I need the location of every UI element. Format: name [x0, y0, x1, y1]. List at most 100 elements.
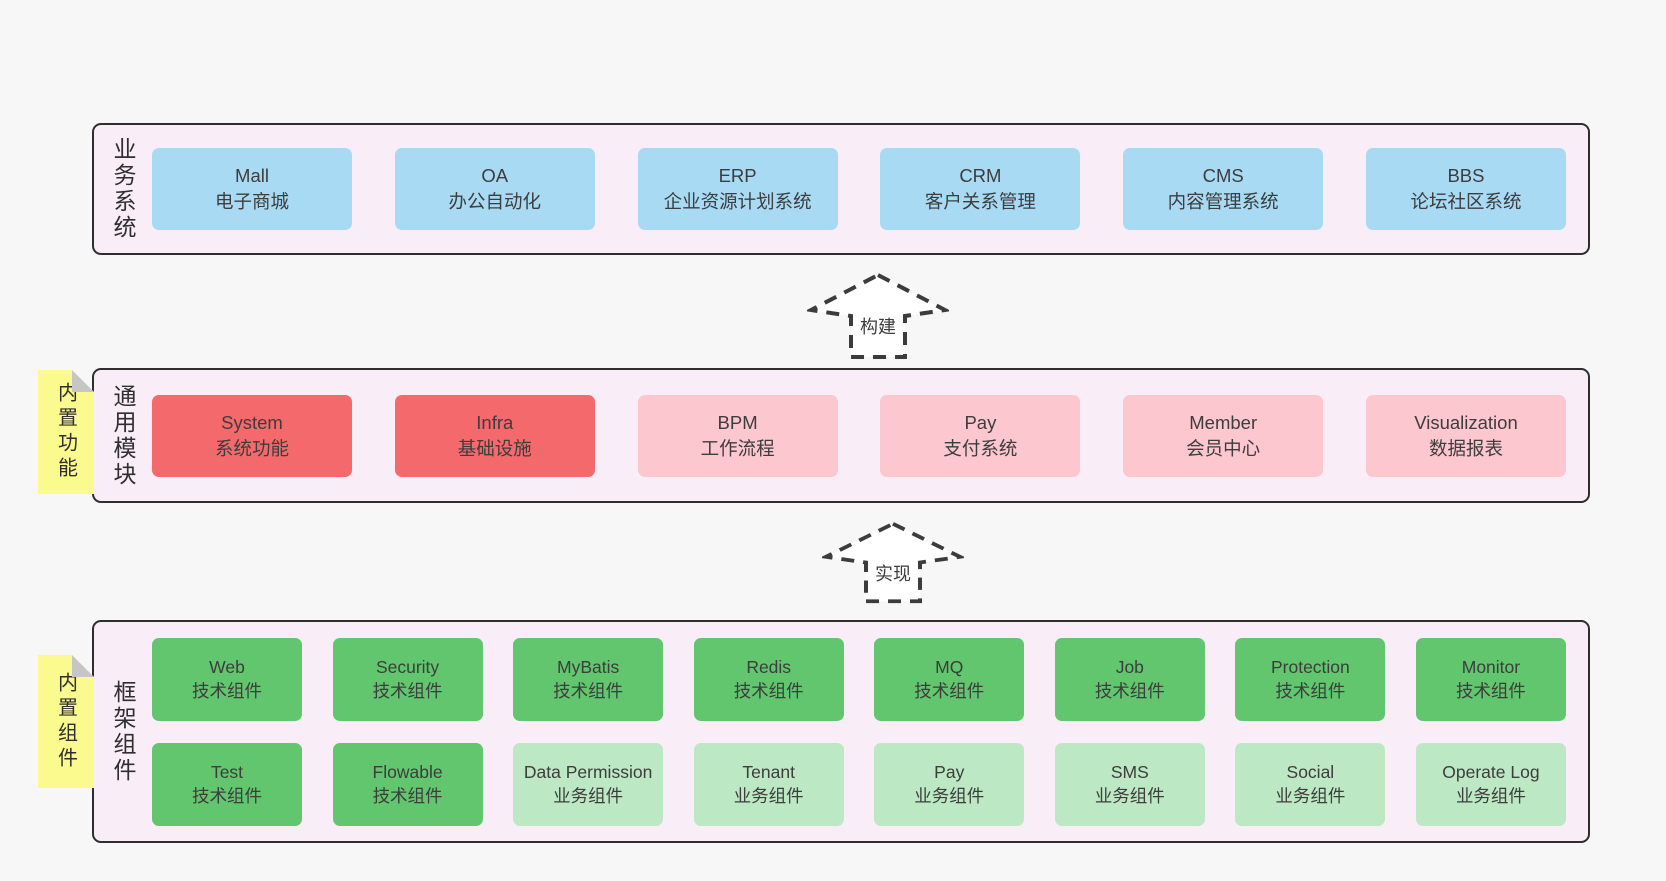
box-subtitle: 基础设施 — [457, 437, 532, 459]
box-subtitle: 技术组件 — [372, 681, 443, 701]
box-title: MyBatis — [557, 656, 620, 677]
box-title: Operate Log — [1442, 761, 1540, 782]
box-title: CMS — [1202, 165, 1244, 187]
box-title: Job — [1115, 656, 1144, 677]
box-grid-common-modules: System 系统功能 Infra 基础设施 BPM 工作流程 Pay 支付系统 Member 会… — [152, 370, 1588, 501]
box-title: BPM — [717, 411, 758, 433]
box-title: Security — [375, 656, 440, 677]
arrow-build: 构建 — [807, 271, 949, 361]
box-title: Social — [1286, 761, 1335, 782]
sticky-note-builtin-components: 内置组件 — [38, 655, 94, 788]
box-infra: Infra 基础设施 — [394, 394, 595, 477]
box-subtitle: 会员中心 — [1186, 437, 1261, 459]
box-data-permission: Data Permission 业务组件 — [513, 742, 664, 826]
sticky-note-builtin-features: 内置功能 — [38, 370, 94, 494]
section-business-systems: 业务系统 Mall 电子商城 OA 办公自动化 ERP 企业资源计划系统 CRM 客户关系管理… — [92, 123, 1590, 255]
box-subtitle: 客户关系管理 — [924, 191, 1036, 212]
box-title: Visualization — [1414, 411, 1518, 433]
box-title: Member — [1189, 411, 1258, 433]
box-title: Monitor — [1461, 656, 1521, 677]
box-title: SMS — [1110, 761, 1149, 782]
box-oa: OA 办公自动化 — [394, 148, 595, 230]
box-subtitle: 企业资源计划系统 — [663, 191, 812, 212]
box-subtitle: 业务组件 — [733, 786, 804, 806]
section-common-modules: 通用模块 System 系统功能 Infra 基础设施 BPM 工作流程 Pay 支付系统 Me… — [92, 368, 1590, 503]
box-subtitle: 技术组件 — [192, 786, 262, 806]
section-label-business-systems: 业务系统 — [110, 137, 136, 241]
box-title: Protection — [1270, 656, 1350, 677]
box-row: Mall 电子商城 OA 办公自动化 ERP 企业资源计划系统 CRM 客户关系管理 CMS 内容… — [152, 148, 1566, 230]
box-subtitle: 论坛社区系统 — [1410, 191, 1522, 212]
box-subtitle: 业务组件 — [1275, 786, 1346, 806]
box-test: Test 技术组件 — [152, 742, 302, 826]
box-crm: CRM 客户关系管理 — [880, 148, 1081, 230]
arrow-build-label: 构建 — [857, 313, 899, 340]
box-row: System 系统功能 Infra 基础设施 BPM 工作流程 Pay 支付系统 Member 会… — [152, 394, 1566, 477]
box-web: Web 技术组件 — [152, 637, 302, 721]
box-subtitle: 技术组件 — [372, 786, 443, 806]
box-redis: Redis 技术组件 — [693, 637, 844, 721]
box-subtitle: 业务组件 — [1455, 786, 1526, 806]
box-member: Member 会员中心 — [1123, 394, 1324, 477]
box-protection: Protection 技术组件 — [1235, 637, 1386, 721]
arrow-implement: 实现 — [822, 520, 964, 605]
box-grid-business-systems: Mall 电子商城 OA 办公自动化 ERP 企业资源计划系统 CRM 客户关系管理 CMS 内容… — [152, 125, 1588, 253]
box-title: MQ — [935, 656, 964, 677]
box-title: Pay — [964, 411, 997, 433]
section-label-common-modules: 通用模块 — [110, 383, 136, 488]
box-visualization: Visualization 数据报表 — [1365, 394, 1566, 477]
box-title: Mall — [235, 165, 269, 187]
box-title: Infra — [476, 411, 514, 433]
box-title: ERP — [718, 165, 757, 187]
box-title: Redis — [746, 656, 792, 677]
box-subtitle: 技术组件 — [1275, 681, 1346, 701]
box-subtitle: 系统功能 — [214, 437, 289, 459]
box-monitor: Monitor 技术组件 — [1415, 637, 1566, 721]
box-title: Test — [210, 761, 244, 782]
box-title: CRM — [959, 165, 1002, 187]
box-subtitle: 工作流程 — [700, 437, 775, 459]
box-tenant: Tenant 业务组件 — [693, 742, 844, 826]
box-subtitle: 电子商城 — [214, 191, 289, 212]
box-subtitle: 技术组件 — [1455, 681, 1526, 701]
box-subtitle: 技术组件 — [1094, 681, 1165, 701]
box-title: Flowable — [372, 761, 443, 782]
box-job: Job 技术组件 — [1054, 637, 1205, 721]
box-subtitle: 办公自动化 — [448, 191, 542, 212]
box-erp: ERP 企业资源计划系统 — [637, 148, 838, 230]
box-system: System 系统功能 — [152, 394, 352, 477]
box-cms: CMS 内容管理系统 — [1123, 148, 1324, 230]
box-flowable: Flowable 技术组件 — [332, 742, 483, 826]
box-mq: MQ 技术组件 — [874, 637, 1025, 721]
box-subtitle: 技术组件 — [553, 681, 624, 701]
box-subtitle: 内容管理系统 — [1167, 191, 1279, 212]
box-subtitle: 业务组件 — [914, 786, 985, 806]
box-subtitle: 技术组件 — [192, 681, 262, 701]
box-operate-log: Operate Log 业务组件 — [1415, 742, 1566, 826]
box-mall: Mall 电子商城 — [152, 148, 352, 230]
box-subtitle: 支付系统 — [943, 437, 1018, 459]
box-title: Pay — [934, 761, 965, 782]
box-subtitle: 业务组件 — [553, 786, 624, 806]
box-title: Web — [209, 656, 245, 677]
section-label-framework-components: 框架组件 — [110, 679, 136, 784]
box-title: System — [221, 411, 283, 433]
box-subtitle: 技术组件 — [733, 681, 804, 701]
box-bbs: BBS 论坛社区系统 — [1365, 148, 1566, 230]
box-title: Tenant — [742, 761, 795, 782]
box-title: OA — [481, 165, 509, 187]
box-subtitle: 数据报表 — [1428, 437, 1503, 459]
box-pay: Pay 业务组件 — [874, 742, 1025, 826]
box-sms: SMS 业务组件 — [1054, 742, 1205, 826]
box-subtitle: 技术组件 — [914, 681, 985, 701]
box-security: Security 技术组件 — [332, 637, 483, 721]
box-subtitle: 业务组件 — [1094, 786, 1165, 806]
box-title: BBS — [1447, 165, 1485, 187]
box-bpm: BPM 工作流程 — [637, 394, 838, 477]
box-title: Data Permission — [523, 761, 653, 782]
box-mybatis: MyBatis 技术组件 — [513, 637, 664, 721]
box-social: Social 业务组件 — [1235, 742, 1386, 826]
